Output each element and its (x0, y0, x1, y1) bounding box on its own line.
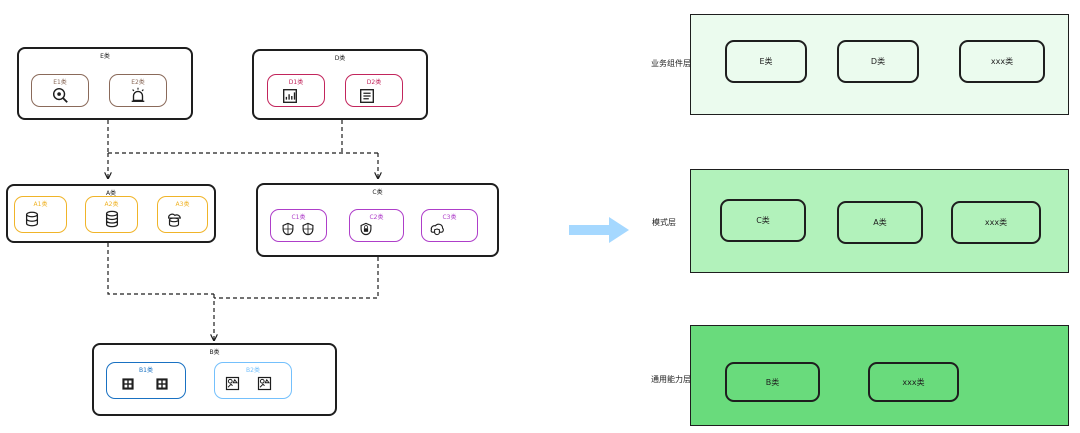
shield-icon (301, 222, 315, 236)
a1-card: A1类 (14, 196, 67, 233)
b-group-box: B类 B1类 B2类 (92, 343, 337, 416)
e1-card: E1类 (31, 74, 89, 107)
chip-pattern-xxx: xxx类 (951, 201, 1041, 244)
b-group-title: B类 (209, 349, 220, 356)
b1-label: B1类 (139, 367, 153, 374)
chip-business-e: E类 (725, 40, 807, 83)
grid-icon (155, 377, 169, 391)
b2-card: B2类 (214, 362, 292, 399)
e-group-title: E类 (100, 53, 110, 60)
grid-chart-icon (225, 376, 240, 391)
d-group-title: D类 (334, 55, 346, 62)
a3-card: A3类 (157, 196, 208, 233)
layer-pattern (690, 169, 1069, 273)
e1-label: E1类 (53, 79, 67, 86)
a-group-title: A类 (105, 190, 117, 197)
layer-label-pattern: 模式层 (652, 218, 676, 227)
c2-card: C2类 (349, 209, 404, 242)
a-group-box: A类 A1类 A2类 A3类 (6, 184, 216, 243)
chip-business-xxx: xxx类 (959, 40, 1045, 83)
layer-common (690, 325, 1069, 426)
chip-common-b: B类 (725, 362, 820, 402)
connector-a-down (107, 243, 214, 295)
lock-icon (359, 222, 373, 236)
grid-chart-icon (257, 376, 272, 391)
database-icon (103, 210, 121, 228)
d2-label: D2类 (366, 79, 382, 86)
c1-label: C1类 (291, 214, 306, 221)
d-group-box: D类 D1类 D2类 (252, 49, 428, 120)
list-doc-icon (358, 87, 376, 105)
a1-label: A1类 (33, 201, 48, 208)
a3-label: A3类 (175, 201, 190, 208)
c3-card: C3类 (421, 209, 478, 242)
alarm-icon (129, 86, 147, 104)
grid-icon (121, 377, 135, 391)
chip-pattern-c: C类 (720, 199, 806, 242)
e2-label: E2类 (131, 79, 145, 86)
a2-card: A2类 (85, 196, 138, 233)
database-gear-icon (23, 210, 41, 228)
c2-label: C2类 (369, 214, 384, 221)
chip-business-d: D类 (837, 40, 919, 83)
layer-label-common: 通用能力层 (651, 375, 691, 384)
chip-common-xxx: xxx类 (868, 362, 959, 402)
d2-card: D2类 (345, 74, 403, 107)
c-group-title: C类 (372, 189, 383, 196)
d1-card: D1类 (267, 74, 325, 107)
layer-business (690, 14, 1069, 115)
a2-label: A2类 (104, 201, 119, 208)
b2-label: B2类 (246, 367, 260, 374)
c1-card: C1类 (270, 209, 327, 242)
transform-arrow (567, 214, 631, 246)
c-group-box: C类 C1类 C2类 C3类 (256, 183, 499, 257)
search-gear-icon (51, 86, 69, 104)
e2-card: E2类 (109, 74, 167, 107)
d1-label: D1类 (288, 79, 304, 86)
shield-icon (281, 222, 295, 236)
database-cloud-icon (165, 210, 183, 228)
chart-doc-icon (281, 87, 299, 105)
c3-label: C3类 (442, 214, 457, 221)
connector-c-down (214, 257, 379, 299)
e-group-box: E类 E1类 E2类 (17, 47, 193, 120)
chip-pattern-a: A类 (837, 201, 923, 244)
layer-label-business: 业务组件层 (651, 59, 691, 68)
b1-card: B1类 (106, 362, 186, 399)
cloud-shield-icon (429, 221, 445, 237)
